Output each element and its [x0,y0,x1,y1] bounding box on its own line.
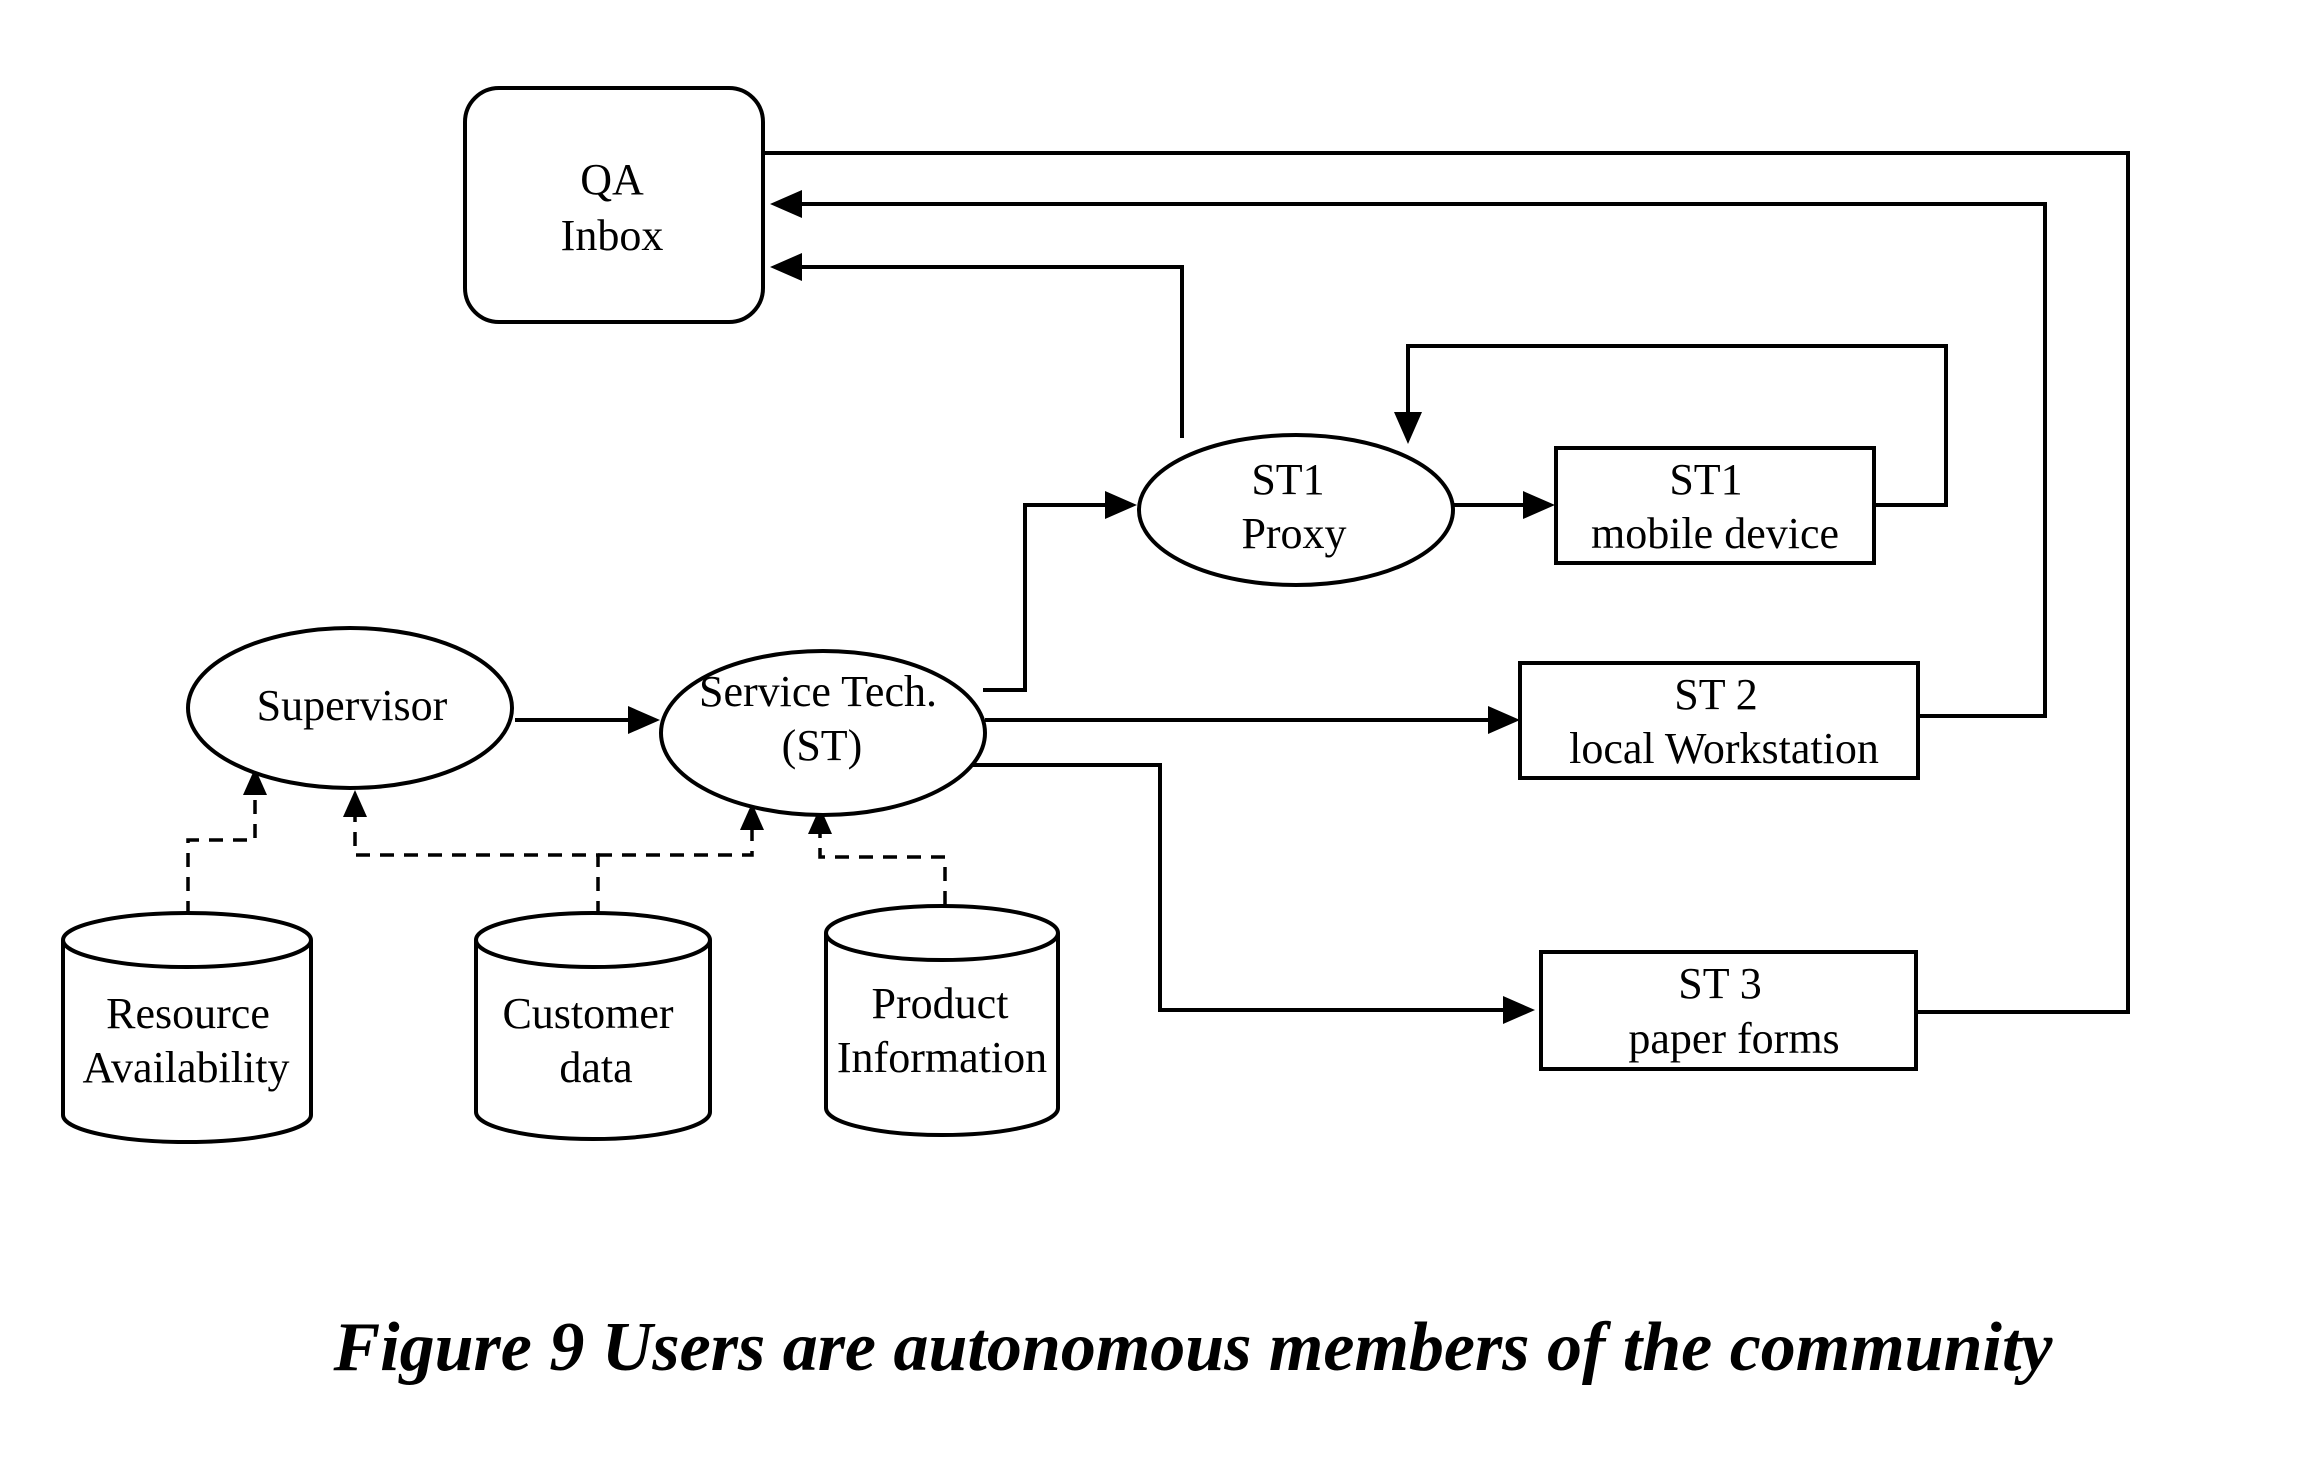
st2-line1: ST 2 [1674,670,1758,719]
st1-mobile-line1: ST1 [1669,455,1742,504]
connector-st3-to-qa-inbox [660,151,2130,1014]
arrowhead-st2-to-qa-inbox [770,190,802,218]
qa-inbox-node: QA Inbox [463,86,765,324]
st3-paper-forms-node: ST 3 paper forms [1539,950,1918,1071]
resource-availability-db: Resource Availability [61,911,313,1144]
st1-mobile-device-node: ST1 mobile device [1554,446,1876,565]
arrowhead-proxy-to-mobile [1523,491,1555,519]
arrowhead-feed-resource-to-supervisor [243,768,267,795]
connector-service-tech-to-st3 [972,763,1510,1012]
feed-customer-to-service-tech [598,830,754,857]
qa-inbox-line1: QA [580,155,644,204]
resource-line2: Availability [83,1043,290,1092]
customer-line1: Customer [502,989,673,1038]
connector-service-tech-to-proxy [983,503,1110,692]
connector-st2-to-qa-inbox [795,202,2047,718]
resource-line1: Resource [106,989,270,1038]
st1-proxy-line2: Proxy [1241,509,1346,558]
st1-proxy-line1: ST1 [1251,455,1324,504]
connectors [515,139,2130,1024]
product-information-db: Product Information [824,904,1060,1137]
arrowhead-st1-proxy-to-qa-inbox [770,253,802,281]
feed-resource-to-supervisor [186,795,257,915]
st1-mobile-line2: mobile device [1591,509,1839,558]
arrowhead-mobile-to-proxy [1394,412,1422,444]
customer-line2: data [559,1043,632,1092]
st3-line1: ST 3 [1678,959,1762,1008]
supervisor-label: Supervisor [257,681,448,730]
st2-line2: local Workstation [1569,724,1879,773]
qa-inbox-line2: Inbox [561,211,664,260]
arrowhead-feed-customer-to-supervisor [343,790,367,817]
arrowhead-service-tech-to-st3 [1503,996,1535,1024]
service-tech-line2: (ST) [782,721,863,770]
arrowhead-feed-product-to-service-tech [808,807,832,834]
product-line1: Product [872,979,1009,1028]
supervisor-node: Supervisor [186,626,514,790]
feed-customer-to-supervisor [353,815,600,915]
arrowhead-supervisor-to-service-tech [628,706,660,734]
figure-caption: Figure 9 Users are autonomous members of… [332,1309,2053,1386]
customer-data-db: Customer data [474,911,712,1141]
arrowhead-service-tech-to-st2 [1488,706,1520,734]
st1-proxy-node: ST1 Proxy [1137,433,1455,587]
connector-st1-proxy-to-qa-inbox [795,265,1184,438]
service-tech-line1: Service Tech. [699,667,937,716]
feed-product-to-service-tech [818,834,947,905]
arrowhead-service-tech-to-proxy [1105,491,1137,519]
data-feeds [186,768,947,915]
product-line2: Information [837,1033,1047,1082]
st2-workstation-node: ST 2 local Workstation [1518,661,1920,780]
connector-mobile-to-proxy [1406,344,1948,507]
arrowhead-feed-customer-to-service-tech [740,803,764,830]
service-tech-node: Service Tech. (ST) [659,649,987,817]
st3-line2: paper forms [1628,1014,1839,1063]
